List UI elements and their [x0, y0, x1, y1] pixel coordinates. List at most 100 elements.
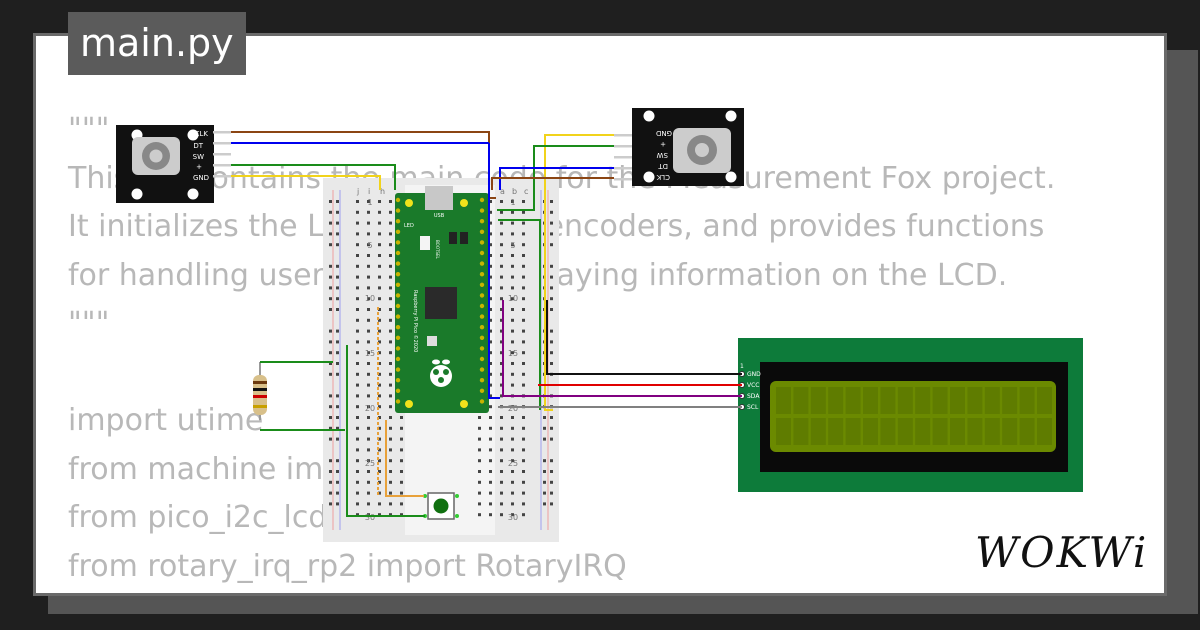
- bb-hole: [367, 308, 370, 311]
- bb-hole: [550, 416, 553, 419]
- bb-hole: [511, 264, 514, 268]
- bb-col-i: i: [368, 187, 370, 196]
- bb-hole: [329, 416, 332, 419]
- bb-hole: [500, 318, 503, 322]
- bb-hole: [489, 426, 492, 430]
- lcd-cell: [828, 387, 844, 414]
- bb-hole: [500, 437, 503, 441]
- bb-row-30-left: 30: [365, 513, 375, 522]
- bb-hole: [356, 416, 359, 419]
- bb-hole: [511, 502, 514, 506]
- bb-hole: [329, 232, 332, 236]
- wire-black-lcd-gnd: [546, 300, 742, 375]
- bb-hole: [489, 362, 492, 365]
- bb-hole: [489, 372, 492, 376]
- raspberry-pi-pico[interactable]: USB LED Raspberry Pi Pico ©2020 BOOTSEL: [395, 186, 489, 413]
- bb-hole: [389, 308, 392, 311]
- bb-hole: [329, 491, 332, 495]
- bb-hole: [550, 329, 553, 333]
- bb-hole: [378, 275, 381, 279]
- bb-hole: [367, 275, 370, 279]
- bb-hole: [500, 329, 503, 333]
- bb-row-1-left: 1: [367, 198, 372, 207]
- lcd-cell: [845, 418, 861, 445]
- push-button[interactable]: [423, 492, 459, 520]
- resistor[interactable]: [253, 362, 267, 420]
- bb-hole: [500, 297, 503, 301]
- lcd-cell: [1002, 418, 1018, 445]
- pico-pin: [479, 240, 485, 245]
- bb-hole: [356, 329, 359, 333]
- bootsel-button[interactable]: [427, 336, 437, 346]
- usb-port: [425, 186, 453, 210]
- pico-pin: [479, 197, 485, 203]
- lcd-display[interactable]: 1 GND VCC SDA SCL: [738, 338, 1083, 492]
- bb-hole: [356, 200, 359, 203]
- bb-hole: [500, 502, 503, 506]
- pico-pin: [479, 378, 485, 383]
- led: [420, 236, 430, 250]
- bb-hole: [511, 286, 514, 290]
- bb-hole: [550, 362, 553, 365]
- bb-hole: [500, 254, 503, 257]
- bb-hole: [550, 502, 553, 506]
- file-tab[interactable]: main.py: [68, 12, 246, 75]
- bb-hole: [367, 362, 370, 365]
- bb-hole: [489, 329, 492, 333]
- bb-hole: [378, 416, 381, 419]
- bb-hole: [329, 470, 332, 473]
- bb-hole: [511, 340, 514, 344]
- bb-hole: [550, 297, 553, 301]
- bb-hole: [336, 329, 339, 333]
- code-line: from rotary_irq_rp2 import RotaryIRQ: [68, 548, 627, 584]
- chip-small: [460, 232, 468, 244]
- bb-hole: [500, 243, 503, 247]
- pico-pin: [395, 208, 401, 213]
- bb-hole: [478, 513, 481, 517]
- bb-hole: [550, 351, 553, 355]
- bb-hole: [543, 502, 546, 506]
- rp2040-chip: [425, 287, 457, 319]
- bb-hole: [367, 351, 370, 355]
- bb-hole: [329, 362, 332, 365]
- mount-hole: [405, 400, 413, 408]
- bb-hole: [543, 470, 546, 473]
- bb-hole: [511, 221, 514, 225]
- bb-hole: [389, 513, 392, 517]
- lcd-pin-vcc: VCC: [747, 382, 759, 389]
- bb-hole: [500, 383, 503, 387]
- bb-hole: [378, 351, 381, 355]
- bb-hole: [389, 491, 392, 495]
- lcd-cell: [845, 387, 861, 414]
- bb-col-j: j: [356, 187, 359, 196]
- pico-pin: [479, 219, 485, 224]
- bb-hole: [478, 426, 481, 430]
- pico-pin: [395, 293, 401, 298]
- bb-hole: [511, 297, 514, 301]
- bb-hole: [522, 491, 525, 495]
- bb-hole: [489, 480, 492, 484]
- rotary-encoder-right[interactable]: GND + SW DT CLK: [614, 108, 744, 186]
- wire-blue-left-down: [488, 143, 500, 399]
- bb-hole: [336, 405, 339, 409]
- pico-pin: [395, 229, 401, 234]
- raspberry-logo-icon: [430, 359, 452, 387]
- bb-hole: [511, 416, 514, 419]
- code-line: """: [68, 306, 110, 341]
- bb-row-30-right: 30: [508, 513, 518, 522]
- bb-hole: [336, 308, 339, 311]
- pico-pin: [395, 346, 401, 351]
- bb-hole: [378, 243, 381, 247]
- bb-hole: [378, 470, 381, 473]
- bb-hole: [400, 416, 403, 419]
- bb-hole: [356, 362, 359, 365]
- bb-hole: [378, 200, 381, 203]
- bb-hole: [522, 416, 525, 419]
- bb-hole: [389, 372, 392, 376]
- bb-hole: [550, 210, 553, 214]
- rotary-encoder-left[interactable]: CLK DT SW + GND: [116, 125, 231, 203]
- bb-hole: [367, 383, 370, 387]
- bb-hole: [356, 470, 359, 473]
- bb-hole: [550, 286, 553, 290]
- bb-hole: [356, 254, 359, 257]
